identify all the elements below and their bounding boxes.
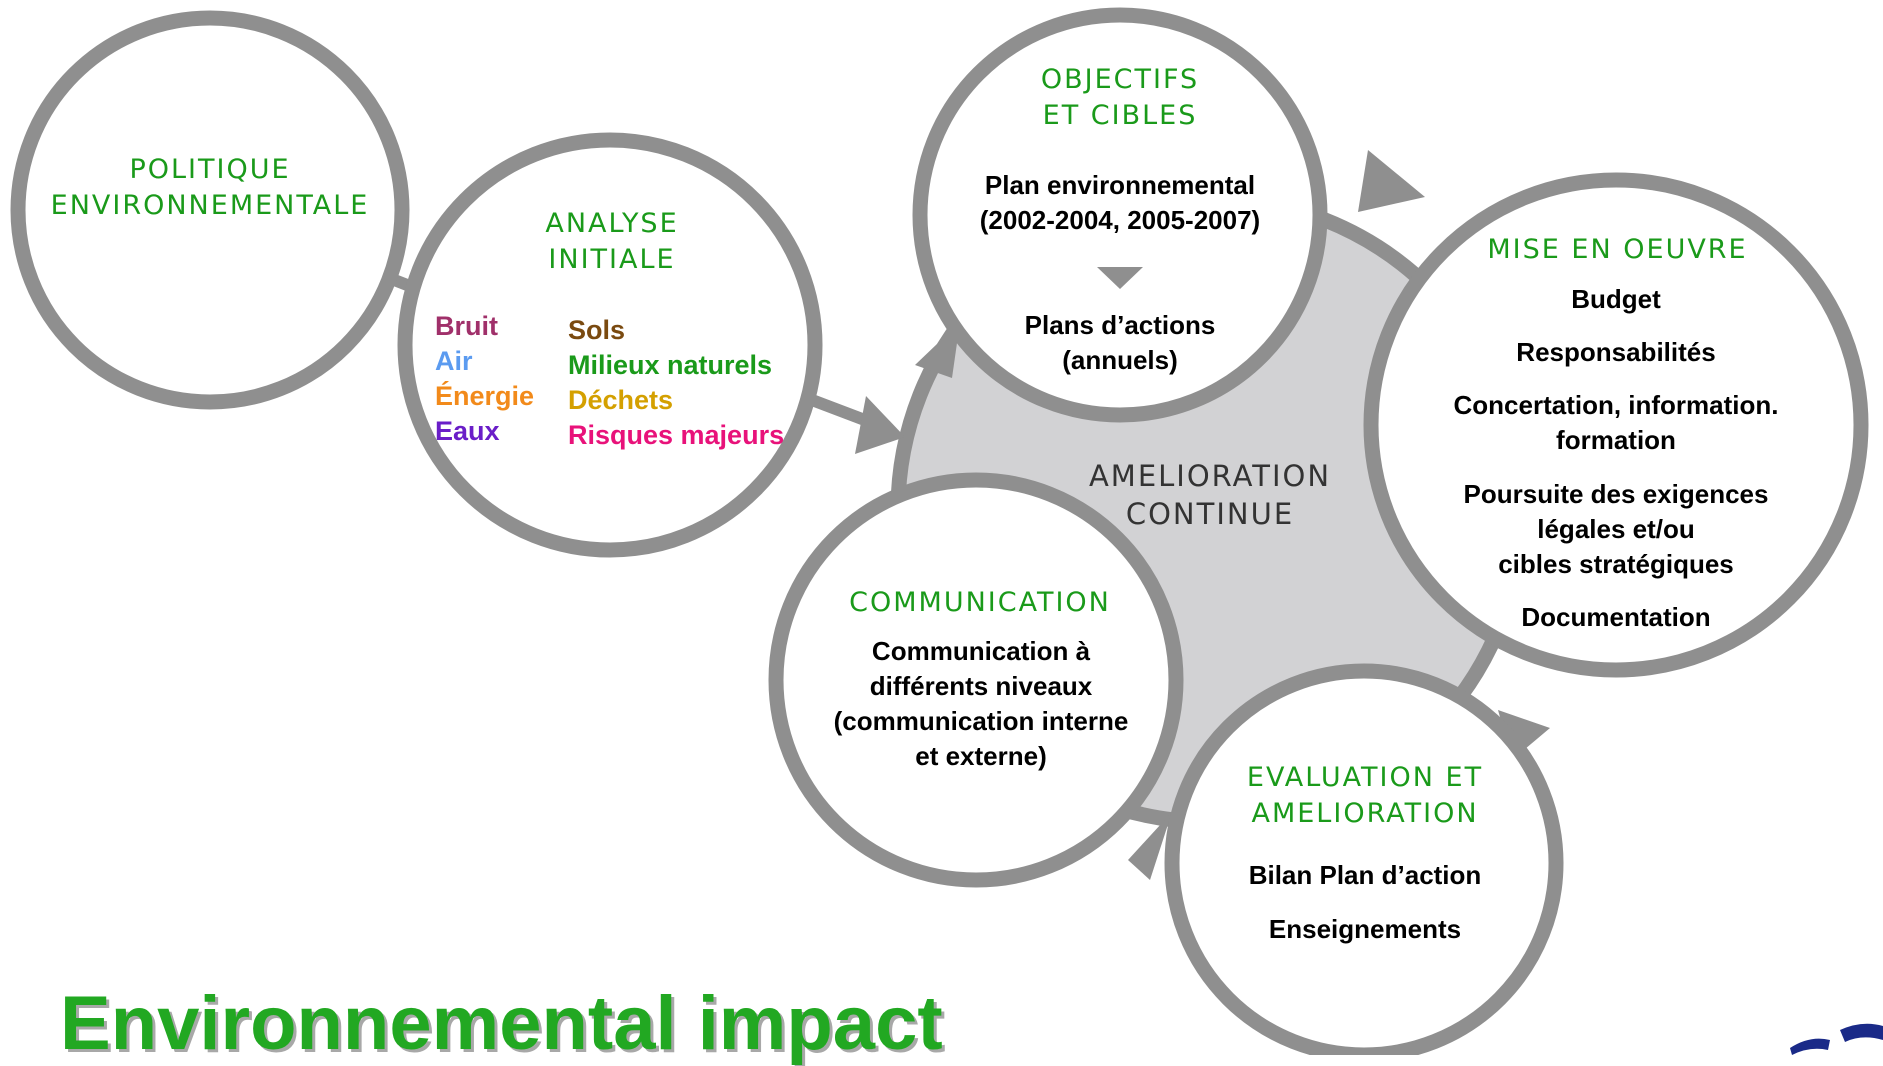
objectifs-plan: Plan environnemental (2002-2004, 2005-20… <box>950 168 1290 238</box>
mise-poursuite: Poursuite des exigences légales et/ou ci… <box>1420 477 1812 582</box>
objectifs-title: OBJECTIFS ET CIBLES <box>970 62 1270 134</box>
mise-concertation-line2: formation <box>1556 425 1676 455</box>
analyse-title: ANALYSE INITIALE <box>462 206 762 278</box>
mise-poursuite-line3: cibles stratégiques <box>1498 549 1734 579</box>
analyse-title-line1: ANALYSE <box>545 208 679 239</box>
mise-poursuite-line2: légales et/ou <box>1537 514 1695 544</box>
arrow-analyse-to-center-head <box>855 396 905 454</box>
mise-budget: Budget <box>1571 284 1661 314</box>
logo-swoosh <box>1790 1038 1830 1055</box>
analyse-title-line2: INITIALE <box>548 244 676 275</box>
politique-circle <box>10 10 410 410</box>
evaluation-enseignements: Enseignements <box>1268 914 1462 944</box>
analyse-circle <box>397 132 823 558</box>
evaluation-title: EVALUATION ET AMELIORATION <box>1200 760 1530 832</box>
mise-responsabilites: Responsabilités <box>1516 337 1716 367</box>
arrow-analyse-to-center-shaft <box>809 394 873 428</box>
logo-swoosh-2 <box>1840 1023 1883 1042</box>
down-arrow-icon <box>1097 267 1143 289</box>
evaluation-bilan: Bilan Plan d’action <box>1248 860 1482 890</box>
center-title-line2: CONTINUE <box>1125 497 1295 531</box>
mise-concertation: Concertation, information. formation <box>1420 388 1812 458</box>
politique-title: POLITIQUE ENVIRONNEMENTALE <box>20 152 400 224</box>
cycle-arrowhead-bottom <box>1128 812 1172 880</box>
analyse-item-energie: Énergie <box>435 381 535 411</box>
mise-title: MISE EN OEUVRE <box>1487 234 1748 265</box>
analyse-item-eaux: Eaux <box>435 416 500 446</box>
analyse-item-bruit: Bruit <box>435 311 498 341</box>
objectifs-title-line2: ET CIBLES <box>1042 100 1198 131</box>
communication-text-line1: Communication à <box>871 636 1091 666</box>
politique-title-line1: POLITIQUE <box>129 154 291 185</box>
analyse-item-milieux: Milieux naturels <box>568 350 773 380</box>
communication-text-line2: différents niveaux <box>869 671 1093 701</box>
analyse-item-air: Air <box>435 346 473 376</box>
mise-documentation: Documentation <box>1521 602 1711 632</box>
communication-circle <box>768 472 1184 888</box>
objectifs-circle <box>912 7 1328 423</box>
analyse-item-sols: Sols <box>568 315 626 345</box>
mise-concertation-line1: Concertation, information. <box>1453 390 1779 420</box>
communication-text-line3: (communication interne <box>833 706 1129 736</box>
evaluation-circle <box>1164 663 1564 1055</box>
politique-title-line2: ENVIRONNEMENTALE <box>50 190 370 221</box>
objectifs-plan-line1: Plan environnemental <box>984 170 1256 200</box>
mise-en-oeuvre-circle <box>1363 172 1869 678</box>
communication-text-line4: et externe) <box>915 741 1047 771</box>
objectifs-plan-line2: (2002-2004, 2005-2007) <box>979 205 1261 235</box>
evaluation-title-line2: AMELIORATION <box>1251 798 1479 829</box>
analyse-item-dechets: Déchets <box>568 385 674 415</box>
cycle-arrowhead-top-right <box>1358 150 1425 212</box>
communication-title: COMMUNICATION <box>849 587 1111 618</box>
objectifs-actions-line2: (annuels) <box>1062 345 1178 375</box>
center-title: AMELIORATION CONTINUE <box>1050 457 1370 533</box>
evaluation-title-line1: EVALUATION ET <box>1246 762 1484 793</box>
communication-text: Communication à différents niveaux (comm… <box>800 634 1162 774</box>
page-title: Environnemental impact <box>60 981 943 1066</box>
mise-poursuite-line1: Poursuite des exigences <box>1463 479 1769 509</box>
analyse-item-risques: Risques majeurs <box>568 420 785 450</box>
cycle-arrowhead-top-left <box>915 322 960 378</box>
objectifs-title-line1: OBJECTIFS <box>1040 64 1200 95</box>
objectifs-actions-line1: Plans d’actions <box>1024 310 1216 340</box>
objectifs-actions: Plans d’actions (annuels) <box>950 308 1290 378</box>
center-title-line1: AMELIORATION <box>1088 459 1332 493</box>
